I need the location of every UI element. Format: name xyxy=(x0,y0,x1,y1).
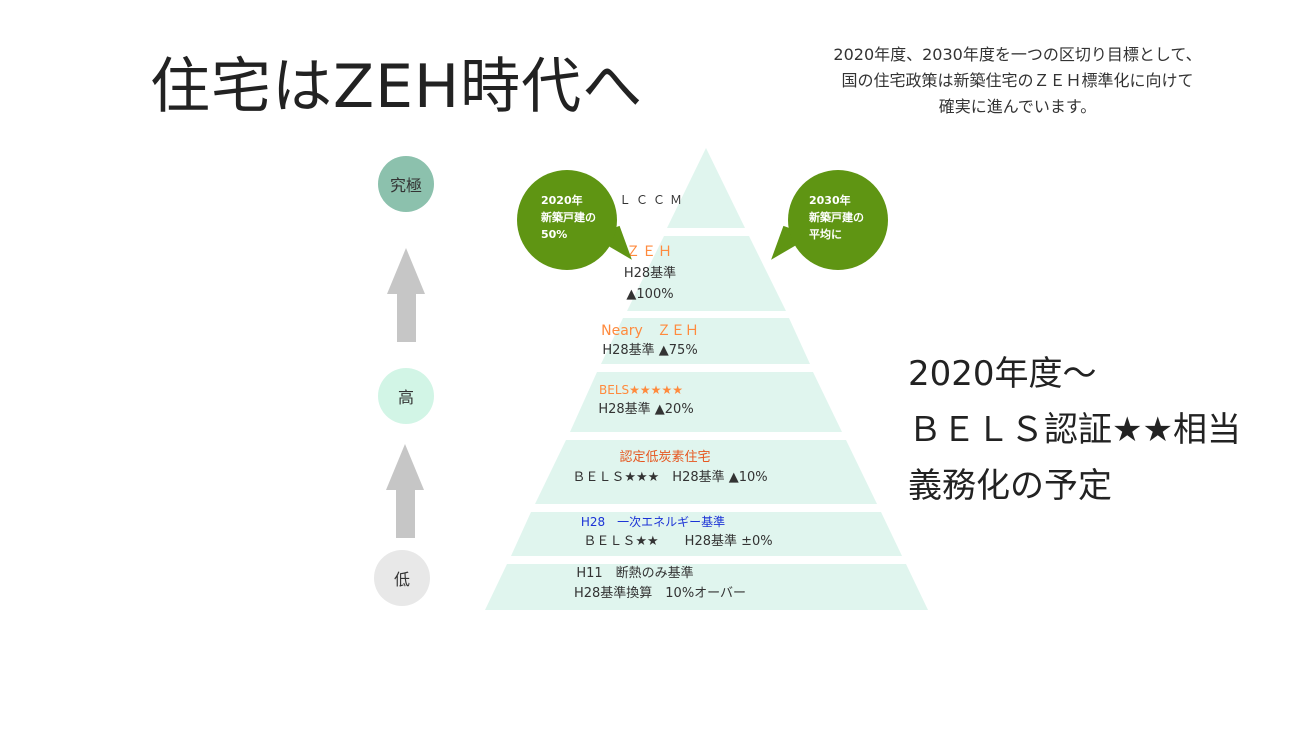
mandate-note-line-2: ＢＥＬＳ認証★★相当 xyxy=(908,410,1241,450)
scale-circle-high: 高 xyxy=(378,368,434,424)
level-detail: H28基準 xyxy=(623,266,677,281)
pyramid-level-h11 xyxy=(485,564,928,610)
level-text-h28: H28 一次エネルギー基準 ＢＥＬＳ★★ H28基準 ±0% xyxy=(0,512,1300,552)
scale-circle-ultimate: 究極 xyxy=(378,156,434,212)
level-detail: ▲100% xyxy=(626,287,674,302)
level-text-low-carbon: 認定低炭素住宅 ＢＥＬＳ★★★ H28基準 ▲10% xyxy=(0,448,1300,488)
level-detail: H28基準 ▲20% xyxy=(598,402,694,417)
level-text-zeh: ＺＥＨ H28基準 ▲100% xyxy=(0,242,1300,305)
up-arrow-icon xyxy=(387,248,427,342)
level-text-h11: H11 断熱のみ基準 H28基準換算 10%オーバー xyxy=(0,564,1300,604)
level-label: Neary ＺＥＨ xyxy=(601,323,699,339)
level-text-bels5: BELS★★★★★ H28基準 ▲20% xyxy=(0,380,1300,420)
callout-subject: 新築戸建の xyxy=(809,211,864,224)
level-label: H11 断熱のみ基準 xyxy=(576,566,694,581)
intro-line-1: 2020年度、2030年度を一つの区切り目標として、 xyxy=(833,45,1202,64)
level-text-nearly-zeh: Neary ＺＥＨ H28基準 ▲75% xyxy=(0,321,1300,361)
level-detail: H28基準 ▲75% xyxy=(602,343,698,358)
pyramid-level-h28 xyxy=(511,512,902,556)
level-label: H28 一次エネルギー基準 xyxy=(580,515,726,529)
mandate-note-line-3: 義務化の予定 xyxy=(908,466,1112,506)
level-detail: ＢＥＬＳ★★★ H28基準 ▲10% xyxy=(572,470,768,485)
level-label: ＬＣＣＭ xyxy=(618,193,687,207)
callout-2020: 2020年 新築戸建の 50% xyxy=(517,170,617,270)
level-detail: ＢＥＬＳ★★ H28基準 ±0% xyxy=(583,534,773,549)
up-arrow-icon xyxy=(386,444,426,538)
level-label: BELS★★★★★ xyxy=(599,383,683,397)
intro-line-2: 国の住宅政策は新築住宅のＺＥＨ標準化に向けて xyxy=(841,71,1194,90)
intro-line-3: 確実に進んでいます。 xyxy=(938,97,1097,116)
pyramid-level-bels5 xyxy=(570,372,842,432)
callout-target: 50% xyxy=(541,228,568,241)
callout-2030: 2030年 新築戸建の 平均に xyxy=(788,170,888,270)
intro-text: 2020年度、2030年度を一つの区切り目標として、 国の住宅政策は新築住宅のＺ… xyxy=(790,42,1245,120)
level-label: ＺＥＨ xyxy=(626,244,674,260)
level-detail: H28基準換算 10%オーバー xyxy=(573,586,747,601)
scale-circle-low: 低 xyxy=(374,550,430,606)
pyramid-level-lccm xyxy=(667,148,745,228)
callout-year: 2020年 xyxy=(541,194,583,207)
mandate-note-line-1: 2020年度～ xyxy=(908,354,1097,394)
level-label: 認定低炭素住宅 xyxy=(619,450,711,465)
callout-year: 2030年 xyxy=(809,194,851,207)
callout-subject: 新築戸建の xyxy=(541,211,596,224)
level-text-lccm: ＬＣＣＭ xyxy=(0,190,1300,210)
mandate-note: 2020年度～ ＢＥＬＳ認証★★相当 義務化の予定 xyxy=(908,346,1241,514)
pyramid-level-low-carbon xyxy=(535,440,877,504)
page-title: 住宅はZEH時代へ xyxy=(150,52,644,122)
pyramid-level-nearly-zeh xyxy=(601,318,810,364)
callout-target: 平均に xyxy=(809,228,842,241)
